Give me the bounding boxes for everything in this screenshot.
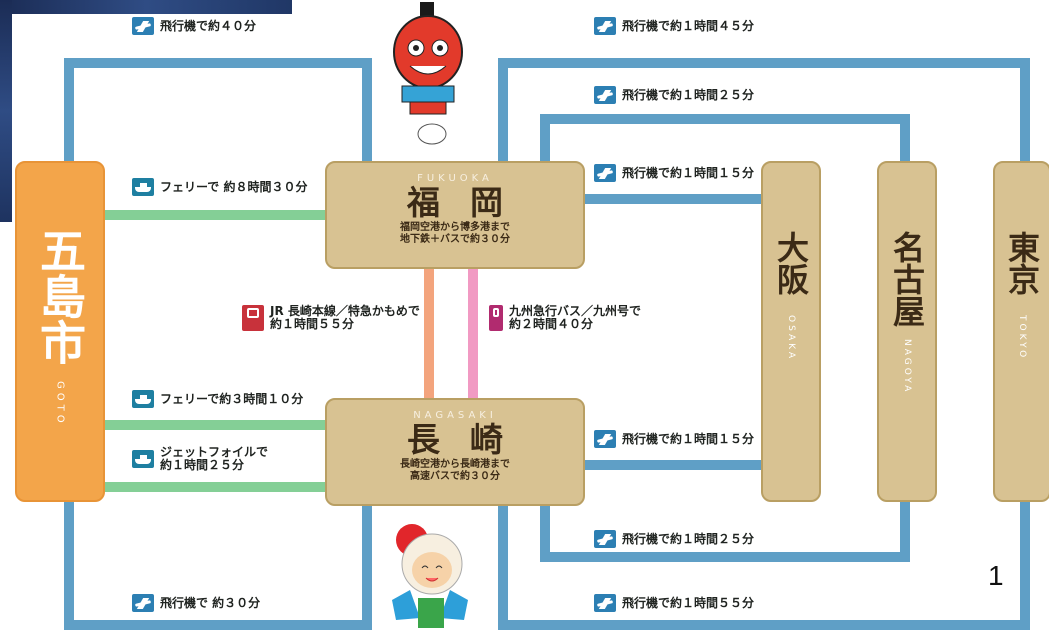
- air-line-goto-nagasaki-left: [64, 498, 74, 630]
- air-line-nagasaki-nagoya-bottom: [540, 552, 910, 562]
- nagoya-city-node: 名古屋 NAGOYA: [877, 161, 937, 502]
- background-photo-strip: [0, 0, 292, 14]
- nagoya-name-romaji: NAGOYA: [902, 339, 912, 395]
- air-line-nagasaki-tokyo-right: [1020, 498, 1030, 630]
- nagasaki-transfer-note-1: 長崎空港から長崎港まで: [400, 459, 510, 470]
- air-line-nagasaki-nagoya-right: [900, 498, 910, 562]
- route-text-line-2: 約１時間５５分: [270, 317, 355, 331]
- tokyo-city-node: 東京 TOKYO: [993, 161, 1049, 502]
- route-label-goto-nagasaki-ferry: フェリーで約３時間１０分: [130, 390, 306, 408]
- nagasaki-name-romaji: NAGASAKI: [413, 410, 497, 421]
- route-label-goto-nagasaki-air: 飛行機で 約３０分: [130, 594, 263, 612]
- route-text: 飛行機で 約３０分: [160, 595, 261, 610]
- air-line-fukuoka-nagoya-top: [540, 114, 910, 124]
- route-label-fukuoka-nagasaki-train: JR 長崎本線／特急かもめで 約１時間５５分: [240, 305, 422, 331]
- route-text: 飛行機で約１時間２５分: [622, 87, 755, 102]
- jetfoil-line-goto-nagasaki: [101, 482, 327, 492]
- airplane-icon: [594, 430, 616, 448]
- fukuoka-city-node: FUKUOKA 福岡 福岡空港から博多港まで 地下鉄＋バスで約３０分: [325, 161, 585, 269]
- airplane-icon: [594, 164, 616, 182]
- ferry-icon: [132, 390, 154, 408]
- osaka-name: 大阪: [772, 231, 810, 295]
- route-label-goto-fukuoka-air: 飛行機で約４０分: [130, 17, 259, 35]
- route-text-group: ジェットフォイルで 約１時間２５分: [160, 446, 268, 472]
- background-photo-edge: [0, 0, 12, 222]
- route-text: 飛行機で約１時間２５分: [622, 531, 755, 546]
- route-text-line-1: JR 長崎本線／特急かもめで: [270, 304, 420, 318]
- air-line-goto-nagasaki-right: [362, 498, 372, 630]
- nagasaki-city-node: NAGASAKI 長崎 長崎空港から長崎港まで 高速バスで約３０分: [325, 398, 585, 506]
- jetfoil-icon: [132, 450, 154, 468]
- air-line-fukuoka-nagoya-right: [900, 114, 910, 162]
- route-label-nagasaki-nagoya-air: 飛行機で約１時間２５分: [592, 530, 757, 548]
- page-number: 1: [988, 560, 1004, 591]
- route-text: 飛行機で約１時間５５分: [622, 595, 755, 610]
- sea-line-goto-fukuoka: [101, 210, 327, 220]
- nagasaki-transfer-note-2: 高速バスで約３０分: [410, 471, 500, 482]
- airplane-icon: [132, 594, 154, 612]
- airplane-icon: [594, 530, 616, 548]
- airplane-icon: [594, 594, 616, 612]
- oni-mascot-illustration: [393, 2, 463, 145]
- rail-line-fukuoka-nagasaki: [424, 268, 434, 400]
- nagasaki-name: 長崎: [407, 420, 533, 459]
- goto-city-node: 五島市 GOTO: [15, 161, 105, 502]
- air-line-goto-nagasaki-bottom: [64, 620, 372, 630]
- route-label-goto-fukuoka-ferry: フェリーで 約８時間３０分: [130, 178, 310, 196]
- osaka-city-node: 大阪 OSAKA: [761, 161, 821, 502]
- air-line-nagasaki-nagoya-left: [540, 498, 550, 562]
- nagoya-name: 名古屋: [888, 231, 926, 327]
- osaka-name-romaji: OSAKA: [786, 315, 796, 362]
- route-text: フェリーで約３時間１０分: [160, 391, 304, 406]
- route-text-line-1: 九州急行バス／九州号で: [509, 304, 642, 318]
- tokyo-name: 東京: [1003, 231, 1041, 295]
- air-line-fukuoka-tokyo-right: [1020, 58, 1030, 162]
- route-text: 飛行機で約１時間１５分: [622, 431, 755, 446]
- air-line-goto-fukuoka-top: [64, 58, 372, 68]
- bus-stop-icon: [489, 305, 503, 331]
- route-text: 飛行機で約１時間１５分: [622, 165, 755, 180]
- air-line-goto-fukuoka-left: [64, 58, 74, 162]
- air-line-nagasaki-tokyo-left: [498, 498, 508, 630]
- fukuoka-name-romaji: FUKUOKA: [417, 173, 493, 184]
- ferry-icon: [132, 178, 154, 196]
- tokyo-name-romaji: TOKYO: [1017, 315, 1027, 361]
- route-text: 飛行機で約４０分: [160, 18, 257, 33]
- route-label-nagasaki-tokyo-air: 飛行機で約１時間５５分: [592, 594, 757, 612]
- route-text: 飛行機で約１時間４５分: [622, 18, 755, 33]
- air-line-fukuoka-tokyo-top: [498, 58, 1030, 68]
- route-label-nagasaki-osaka-air: 飛行機で約１時間１５分: [592, 430, 757, 448]
- air-line-nagasaki-tokyo-bottom: [498, 620, 1030, 630]
- route-text-group: 九州急行バス／九州号で 約２時間４０分: [509, 305, 641, 331]
- route-text-line-2: 約１時間２５分: [160, 458, 245, 472]
- sea-line-goto-nagasaki: [101, 420, 327, 430]
- air-line-goto-fukuoka-right: [362, 58, 372, 162]
- goto-name: 五島市: [33, 227, 87, 365]
- goto-name-romaji: GOTO: [54, 381, 66, 427]
- air-line-fukuoka-osaka: [584, 194, 764, 204]
- fukuoka-name: 福岡: [407, 183, 533, 222]
- fukuoka-transfer-note-1: 福岡空港から博多港まで: [400, 222, 510, 233]
- airplane-icon: [132, 17, 154, 35]
- route-text: フェリーで 約８時間３０分: [160, 179, 308, 194]
- route-text-line-1: ジェットフォイルで: [160, 445, 269, 459]
- route-label-fukuoka-nagasaki-bus: 九州急行バス／九州号で 約２時間４０分: [487, 305, 644, 331]
- air-line-fukuoka-nagoya-left: [540, 114, 550, 162]
- girl-mascot-illustration: [392, 524, 468, 628]
- route-label-fukuoka-tokyo-air: 飛行機で約１時間４５分: [592, 17, 757, 35]
- route-label-goto-nagasaki-jetfoil: ジェットフォイルで 約１時間２５分: [130, 446, 271, 472]
- route-text-group: JR 長崎本線／特急かもめで 約１時間５５分: [270, 305, 420, 331]
- air-line-fukuoka-tokyo-left: [498, 58, 508, 162]
- train-icon: [242, 305, 264, 331]
- airplane-icon: [594, 17, 616, 35]
- route-text-line-2: 約２時間４０分: [509, 317, 594, 331]
- airplane-icon: [594, 86, 616, 104]
- bus-line-fukuoka-nagasaki: [468, 268, 478, 400]
- air-line-nagasaki-osaka: [584, 460, 764, 470]
- fukuoka-transfer-note-2: 地下鉄＋バスで約３０分: [400, 234, 510, 245]
- route-label-fukuoka-osaka-air: 飛行機で約１時間１５分: [592, 164, 757, 182]
- route-label-fukuoka-nagoya-air: 飛行機で約１時間２５分: [592, 86, 757, 104]
